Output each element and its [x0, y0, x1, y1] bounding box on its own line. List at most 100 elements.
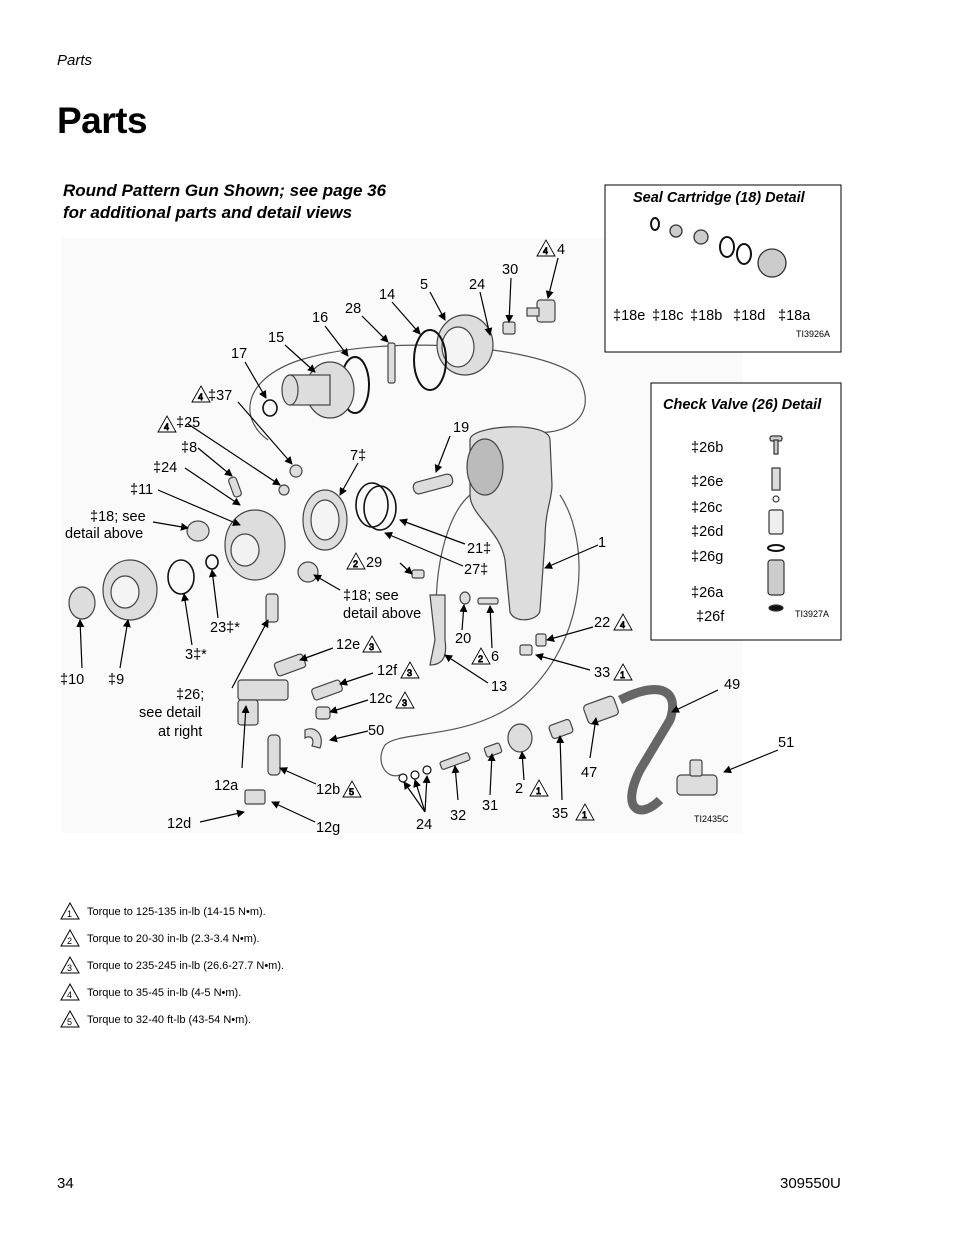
svg-text:2: 2 [67, 936, 72, 946]
callout-50: 50 [368, 723, 384, 739]
callout-1: 1 [598, 535, 606, 551]
callout-37: ‡37 [208, 388, 232, 404]
torque-legend: 1 Torque to 125-135 in-lb (14-15 N•m). 2… [60, 902, 460, 1037]
torque-marker-num: 3 [407, 668, 412, 678]
torque-marker-num: 2 [478, 654, 483, 664]
check-label-26f: ‡26f [696, 609, 725, 625]
callout-13: 13 [491, 679, 507, 695]
callout-26-line3: at right [158, 724, 202, 740]
check-label-26c: ‡26c [691, 500, 722, 516]
torque-marker-num: 1 [536, 786, 541, 796]
torque-marker-4-part37: 4 [191, 385, 211, 403]
callout-18-left-line1: ‡18; see [90, 509, 146, 525]
seal-parts [650, 217, 787, 278]
torque-marker-3-part12e: 3 [362, 635, 382, 653]
callout-15: 15 [268, 330, 284, 346]
callout-23: 23‡* [210, 620, 240, 636]
torque-marker-1-part35: 1 [575, 803, 595, 821]
legend-row: 3 Torque to 235-245 in-lb (26.6-27.7 N•m… [60, 956, 460, 983]
torque-marker-num: 4 [620, 620, 625, 630]
warning-triangle-icon: 2 [60, 929, 80, 947]
legend-text: Torque to 32-40 ft-lb (43-54 N•m). [87, 1014, 252, 1026]
callout-51: 51 [778, 735, 794, 751]
callout-26-line2: see detail [139, 705, 201, 721]
legend-row: 5 Torque to 32-40 ft-lb (43-54 N•m). [60, 1010, 460, 1037]
page-number: 34 [57, 1175, 74, 1192]
warning-triangle-icon: 1 [60, 902, 80, 920]
torque-marker-1-part2: 1 [529, 779, 549, 797]
check-label-26e: ‡26e [691, 474, 723, 490]
callout-labels: 4 30 24 5 14 28 16 15 17 ‡37 ‡25 ‡8 ‡24 … [60, 242, 794, 836]
torque-marker-num: 1 [582, 810, 587, 820]
torque-marker-3-part12c: 3 [395, 691, 415, 709]
callout-14: 14 [379, 287, 395, 303]
page-title: Parts [57, 100, 148, 141]
legend-text: Torque to 125-135 in-lb (14-15 N•m). [87, 906, 266, 918]
svg-text:4: 4 [67, 990, 72, 1000]
torque-marker-1-part33: 1 [613, 663, 633, 681]
callout-6: 6 [491, 649, 499, 665]
legend-text: Torque to 20-30 in-lb (2.3-3.4 N•m). [87, 933, 260, 945]
torque-marker-2-part29: 2 [346, 552, 366, 570]
svg-text:1: 1 [67, 909, 72, 919]
callout-25: ‡25 [176, 415, 200, 431]
legend-row: 2 Torque to 20-30 in-lb (2.3-3.4 N•m). [60, 929, 460, 956]
warning-triangle-icon: 5 [60, 1010, 80, 1028]
callout-5: 5 [420, 277, 428, 293]
torque-marker-num: 3 [402, 698, 407, 708]
callout-24-left: ‡24 [153, 460, 177, 476]
legend-text: Torque to 35-45 in-lb (4-5 N•m). [87, 987, 242, 999]
callout-17: 17 [231, 346, 247, 362]
callout-31: 31 [482, 798, 498, 814]
legend-row: 4 Torque to 35-45 in-lb (4-5 N•m). [60, 983, 460, 1010]
callout-16: 16 [312, 310, 328, 326]
callout-10: ‡10 [60, 672, 84, 688]
callout-8: ‡8 [181, 440, 197, 456]
check-label-26g: ‡26g [691, 549, 723, 565]
callout-12e: 12e [336, 637, 360, 653]
part-illustrations [68, 299, 718, 815]
callout-30: 30 [502, 262, 518, 278]
torque-marker-5-part12b: 5 [342, 780, 362, 798]
check-label-26a: ‡26a [691, 585, 724, 601]
seal-label-18c: ‡18c [652, 308, 683, 324]
callout-26-line1: ‡26; [176, 687, 204, 703]
document-number: 309550U [780, 1175, 841, 1192]
callout-24-top: 24 [469, 277, 485, 293]
torque-marker-4-part4: 4 [536, 239, 556, 257]
callout-12d: 12d [167, 816, 191, 832]
callout-12g: 12g [316, 820, 340, 836]
seal-label-18e: ‡18e [613, 308, 645, 324]
callout-49: 49 [724, 677, 740, 693]
callout-12a: 12a [214, 778, 239, 794]
warning-triangle-icon: 4 [60, 983, 80, 1001]
seal-box-title: Seal Cartridge (18) Detail [633, 190, 806, 206]
callout-22: 22 [594, 615, 610, 631]
seal-label-18b: ‡18b [690, 308, 722, 324]
callout-47: 47 [581, 765, 597, 781]
callout-3: 3‡* [185, 647, 207, 663]
callout-9: ‡9 [108, 672, 124, 688]
callout-20: 20 [455, 631, 471, 647]
seal-label-18a: ‡18a [778, 308, 811, 324]
caption-line-1: Round Pattern Gun Shown; see page 36 [63, 181, 387, 200]
callout-32: 32 [450, 808, 466, 824]
figure-caption: Round Pattern Gun Shown; see page 36 for… [63, 180, 443, 224]
callout-24-bottom: 24 [416, 817, 432, 833]
torque-marker-4-part25: 4 [157, 415, 177, 433]
legend-row: 1 Torque to 125-135 in-lb (14-15 N•m). [60, 902, 460, 929]
callout-35: 35 [552, 806, 568, 822]
svg-text:5: 5 [67, 1017, 72, 1027]
torque-marker-num: 4 [198, 392, 203, 402]
callout-18-left-line2: detail above [65, 526, 143, 542]
warning-triangle-icon: 3 [60, 956, 80, 974]
torque-marker-4-part22: 4 [613, 613, 633, 631]
torque-triangle-markers: 4 4 4 2 2 4 1 1 1 3 3 3 [157, 239, 633, 821]
figure-id-main: TI2435C [694, 814, 729, 824]
callout-29: 29 [366, 555, 382, 571]
check-box-title: Check Valve (26) Detail [663, 397, 822, 413]
callout-4: 4 [557, 242, 565, 258]
torque-marker-2-part6: 2 [471, 647, 491, 665]
callout-2: 2 [515, 781, 523, 797]
